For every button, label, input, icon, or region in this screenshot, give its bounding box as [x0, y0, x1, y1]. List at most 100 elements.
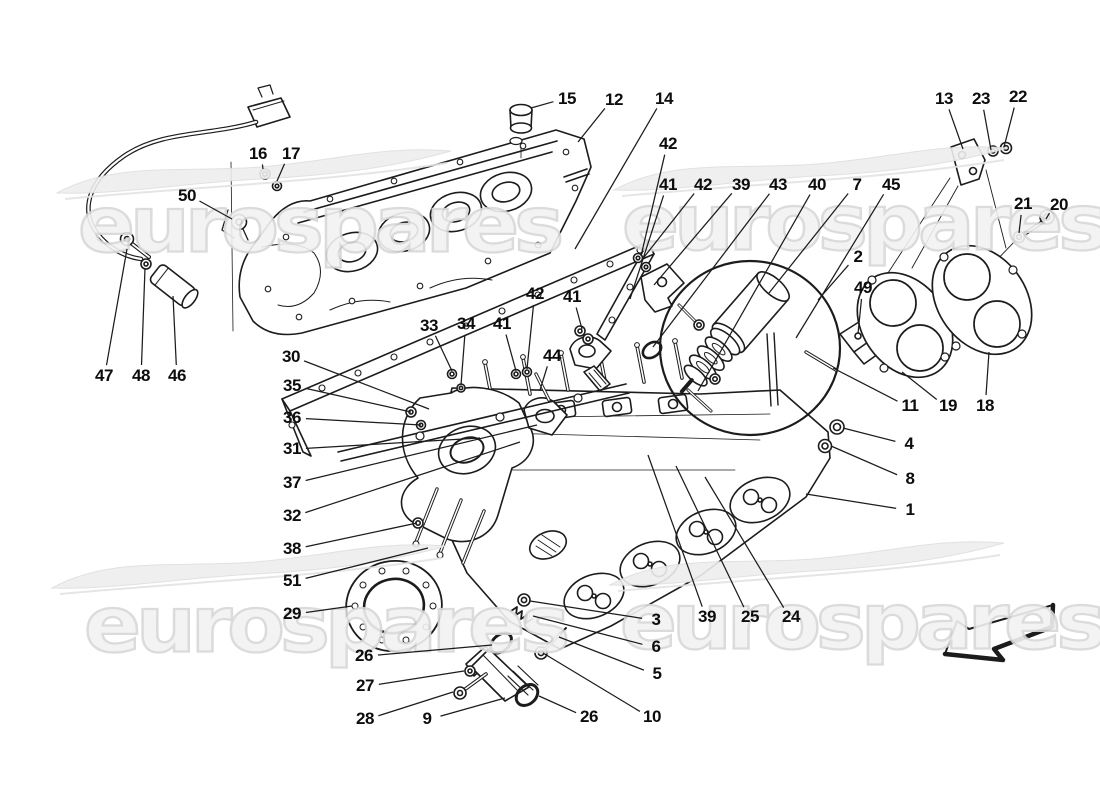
- leader-line-35: [305, 387, 412, 413]
- leader-line-7: [768, 193, 849, 294]
- part-callout-34: 34: [457, 314, 475, 333]
- part-callout-50: 50: [178, 186, 196, 205]
- leader-line-26: [538, 695, 577, 714]
- part-callout-31: 31: [283, 439, 301, 458]
- part-callout-43: 43: [769, 175, 787, 194]
- leader-line-29: [305, 605, 353, 614]
- part-callout-4: 4: [904, 434, 914, 453]
- part-callout-1: 1: [905, 500, 915, 519]
- cam-cover-drawing: [230, 129, 592, 336]
- part-callout-25: 25: [741, 607, 759, 626]
- leader-line-1: [805, 493, 897, 509]
- leader-line-50: [199, 200, 233, 220]
- leader-line-4: [842, 427, 896, 443]
- part-callout-22: 22: [1009, 87, 1027, 106]
- part-callout-2: 2: [853, 247, 863, 266]
- leader-line-42: [640, 193, 695, 262]
- leader-line-3: [529, 600, 643, 619]
- leader-line-19: [901, 371, 938, 400]
- leader-line-14: [574, 108, 658, 250]
- leader-line-6: [532, 615, 643, 645]
- part-callout-8: 8: [905, 469, 915, 488]
- leader-line-51: [305, 547, 429, 580]
- side-cover-plates-drawing: [856, 138, 1055, 379]
- sensor-cable-drawing: [86, 84, 291, 309]
- leader-line-15: [530, 101, 554, 109]
- leader-line-48: [140, 267, 146, 366]
- part-callout-42: 42: [526, 284, 544, 303]
- part-callout-45: 45: [882, 175, 900, 194]
- part-callout-19: 19: [939, 396, 957, 415]
- leader-line-40: [697, 194, 811, 392]
- part-callout-36: 36: [283, 408, 301, 427]
- leader-line-16: [261, 164, 264, 170]
- leader-line-41: [505, 334, 517, 372]
- water-outlet-drawing: [453, 593, 567, 707]
- part-callout-47: 47: [95, 366, 113, 385]
- leader-line-32: [305, 441, 521, 514]
- leader-line-34: [460, 334, 466, 386]
- leader-line-20: [1045, 212, 1051, 220]
- leader-line-36: [305, 417, 422, 426]
- part-callout-48: 48: [132, 366, 150, 385]
- part-callout-44: 44: [543, 346, 561, 365]
- part-callout-40: 40: [808, 175, 826, 194]
- leader-line-45: [795, 194, 885, 339]
- part-callout-7: 7: [852, 175, 862, 194]
- leader-line-23: [983, 109, 992, 151]
- part-callout-39: 39: [698, 607, 716, 626]
- part-callout-13: 13: [935, 89, 953, 108]
- leader-line-12: [577, 107, 606, 143]
- leader-line-18: [985, 351, 990, 396]
- direction-arrow: [942, 602, 1056, 663]
- part-callout-23: 23: [972, 89, 990, 108]
- part-callout-37: 37: [283, 473, 301, 492]
- leader-line-17: [276, 163, 286, 182]
- leader-line-10: [542, 652, 641, 712]
- part-callout-18: 18: [976, 396, 994, 415]
- part-callout-32: 32: [283, 506, 301, 525]
- part-callout-30: 30: [282, 347, 300, 366]
- leader-line-47: [105, 248, 128, 366]
- part-callout-10: 10: [643, 707, 661, 726]
- part-callout-5: 5: [652, 664, 662, 683]
- part-callout-9: 9: [422, 709, 432, 728]
- part-callout-49: 49: [854, 278, 872, 297]
- part-callout-41: 41: [493, 314, 511, 333]
- part-callout-16: 16: [249, 144, 267, 163]
- leader-line-42: [526, 304, 535, 370]
- leader-line-28: [378, 691, 454, 717]
- part-callout-17: 17: [282, 144, 300, 163]
- leader-line-2: [817, 264, 849, 301]
- part-callout-29: 29: [283, 604, 301, 623]
- part-callout-24: 24: [782, 607, 800, 626]
- leader-line-39: [653, 192, 733, 286]
- part-callout-51: 51: [283, 571, 301, 590]
- part-callout-27: 27: [356, 676, 374, 695]
- flange-29-drawing: [345, 559, 443, 653]
- oil-cap-drawing: [509, 103, 533, 159]
- leader-line-39: [647, 454, 703, 607]
- leader-line-46: [172, 295, 177, 366]
- part-callout-11: 11: [901, 396, 919, 415]
- part-callout-26: 26: [355, 646, 373, 665]
- leader-line-37: [305, 424, 538, 482]
- part-callout-33: 33: [420, 316, 438, 335]
- part-callout-6: 6: [651, 637, 661, 656]
- leader-line-25: [675, 465, 745, 608]
- part-callout-14: 14: [655, 89, 673, 108]
- leader-line-22: [1003, 107, 1015, 148]
- part-callout-28: 28: [356, 709, 374, 728]
- leader-line-26: [377, 644, 493, 656]
- part-callout-21: 21: [1014, 194, 1032, 213]
- leader-line-42: [640, 154, 666, 257]
- leader-line-24: [704, 476, 785, 608]
- part-callout-38: 38: [283, 539, 301, 558]
- leader-line-27: [378, 670, 465, 685]
- part-callout-39: 39: [732, 175, 750, 194]
- leader-line-44: [539, 366, 548, 391]
- leader-line-11: [832, 367, 898, 402]
